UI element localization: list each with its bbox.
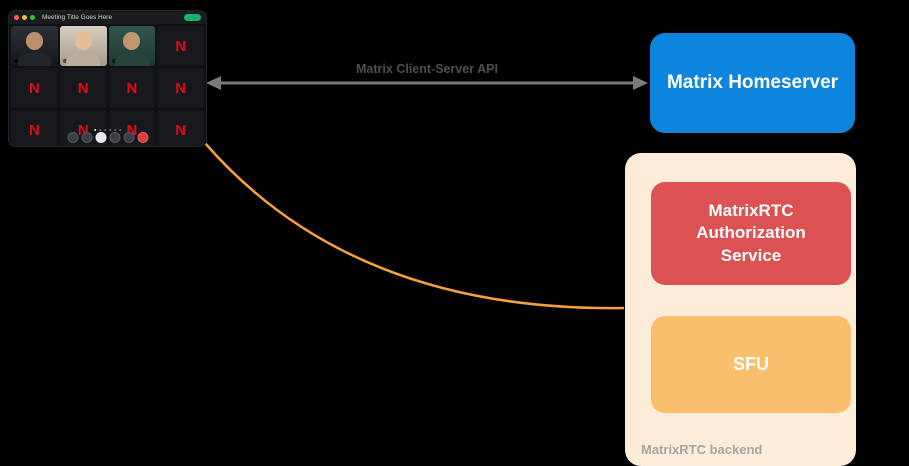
matrix-homeserver-box: Matrix Homeserver <box>650 33 855 133</box>
avatar-letter: N <box>77 79 89 97</box>
participant-name-chip <box>62 59 78 63</box>
window-titlebar: Meeting Title Goes Here <box>9 11 206 24</box>
matrix-homeserver-label: Matrix Homeserver <box>666 72 839 93</box>
grid-pagination-dots <box>93 128 122 131</box>
avatar-tile: N <box>157 26 204 66</box>
avatar-tile: N <box>11 68 58 108</box>
client-server-api-label: Matrix Client-Server API <box>356 62 498 76</box>
hangup-icon <box>137 132 148 143</box>
avatar-tile: N <box>11 110 58 146</box>
participants-icon <box>109 132 120 143</box>
arrowhead-right <box>633 76 648 90</box>
video-tile <box>108 26 156 66</box>
screenshare-icon <box>95 132 106 143</box>
matrixrtc-backend-label: MatrixRTC backend <box>641 442 763 457</box>
avatar-letter: N <box>175 79 187 97</box>
maximize-window-icon <box>30 15 35 20</box>
avatar-tile: N <box>157 110 204 146</box>
camera-icon <box>81 132 92 143</box>
avatar-letter: N <box>175 37 187 55</box>
meeting-title: Meeting Title Goes Here <box>42 14 113 21</box>
avatar-tile: N <box>157 68 204 108</box>
avatar-letter: N <box>175 121 187 139</box>
more-options-icon <box>123 132 134 143</box>
client-server-api-arrow <box>206 76 648 90</box>
matrixrtc-auth-service-box: MatrixRTC Authorization Service <box>651 182 851 285</box>
avatar-letter: N <box>77 121 89 139</box>
arrowhead-left <box>206 76 221 90</box>
minimize-window-icon <box>22 15 27 20</box>
avatar-tile: N <box>59 68 107 108</box>
avatar-letter: N <box>28 79 40 97</box>
matrixrtc-backend-container: MatrixRTC Authorization Service SFU Matr… <box>625 153 856 466</box>
participant-name-chip <box>111 59 127 63</box>
sfu-box: SFU <box>651 316 851 413</box>
call-action-button <box>184 14 201 21</box>
participant-name-chip <box>14 59 29 63</box>
avatar-letter: N <box>28 121 40 139</box>
video-tile <box>59 26 107 66</box>
close-window-icon <box>14 15 19 20</box>
avatar-letter: N <box>126 79 138 97</box>
avatar-letter: N <box>126 121 138 139</box>
microphone-icon <box>67 132 78 143</box>
sfu-connection-curve <box>204 142 625 310</box>
call-app-screenshot: Meeting Title Goes Here N N N N N N N N … <box>8 10 207 147</box>
video-tile <box>11 26 58 66</box>
avatar-tile: N <box>108 68 156 108</box>
call-controls-bar <box>67 132 148 143</box>
